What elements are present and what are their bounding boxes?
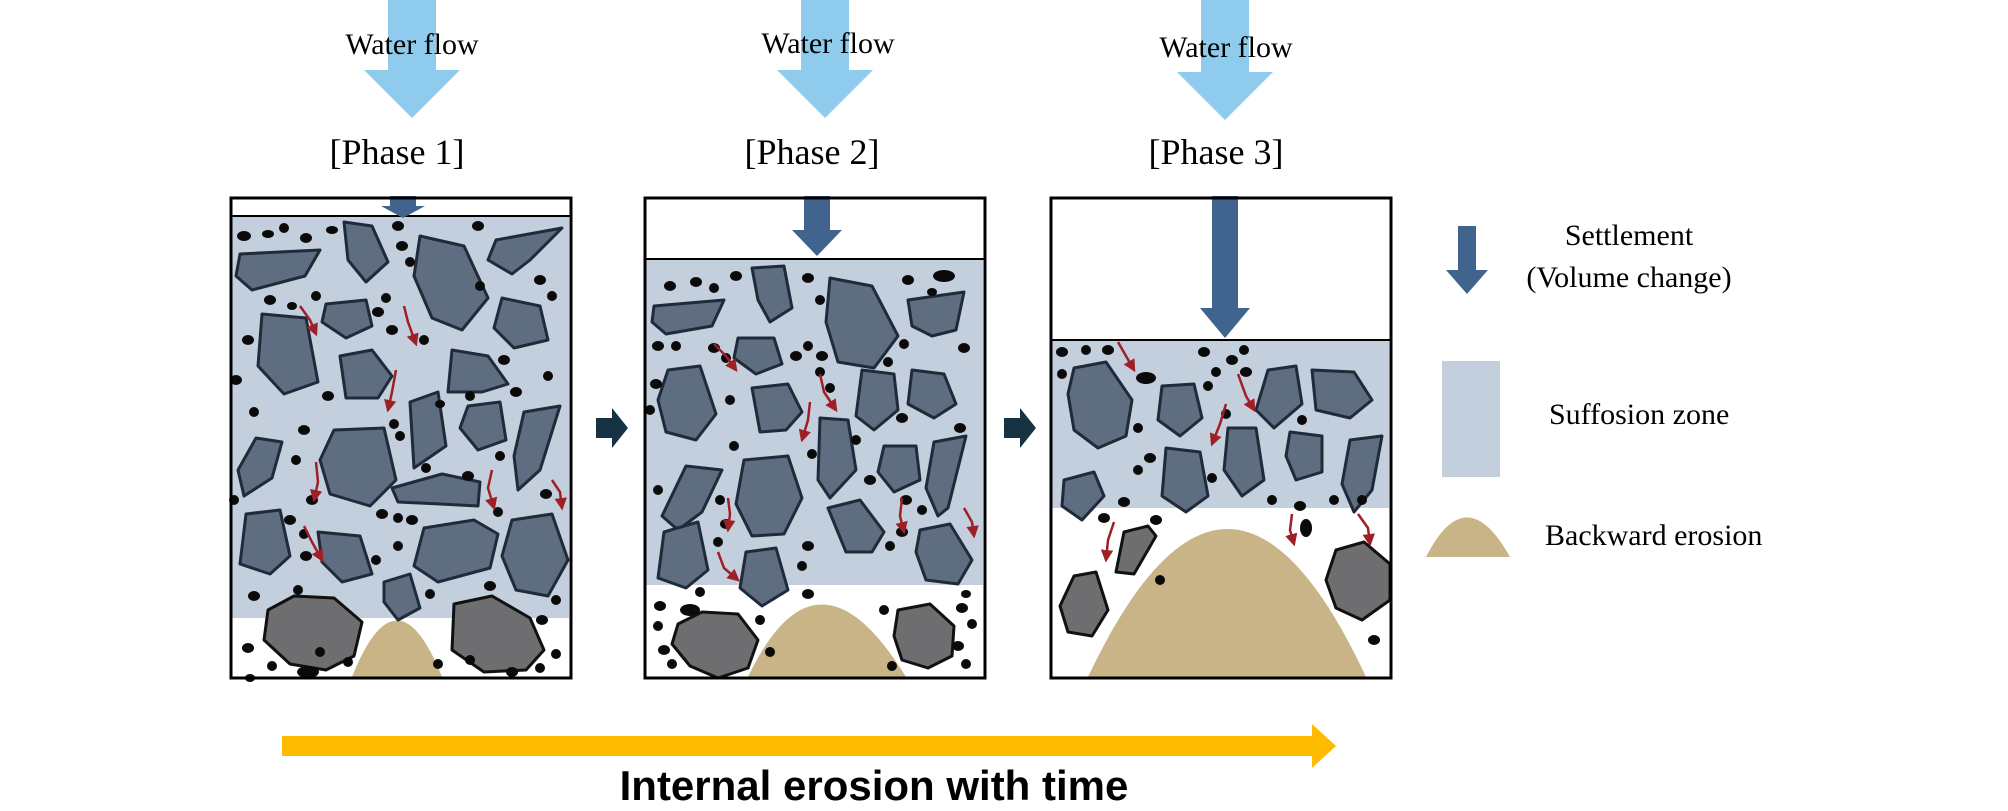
column-frame-1 — [229, 196, 573, 680]
timeline: Internal erosion with time — [282, 724, 1336, 809]
legend-backward-erosion-swatch — [1426, 517, 1510, 557]
legend-volume-change-label: (Volume change) — [1526, 261, 1731, 294]
water-flow-arrow-1 — [364, 0, 460, 118]
backward-erosion-mound-1 — [352, 620, 442, 677]
phase-label-1: [Phase 1] — [330, 132, 465, 172]
step-arrow-2 — [1004, 408, 1036, 448]
legend-settlement-icon — [1446, 226, 1488, 294]
water-flow-label-2: Water flow — [761, 27, 895, 60]
phase-1-panel — [229, 196, 573, 682]
backward-erosion-mound-2 — [748, 604, 906, 677]
legend-settlement-label: Settlement — [1565, 219, 1694, 252]
step-arrow-1 — [596, 408, 628, 448]
fine-particles-2 — [645, 270, 977, 671]
migration-arrows-1 — [298, 305, 567, 563]
phase-label-2: [Phase 2] — [745, 132, 880, 172]
timeline-label: Internal erosion with time — [620, 762, 1129, 809]
coarse-particles-3-lower — [1058, 524, 1392, 638]
legend-suffosion-swatch — [1442, 361, 1500, 477]
migration-arrows-3 — [1100, 341, 1375, 563]
legend-backward-erosion-label: Backward erosion — [1545, 519, 1762, 552]
migration-arrows-2 — [713, 343, 979, 582]
coarse-particles-3 — [1060, 360, 1384, 522]
water-flow-arrow-3 — [1177, 0, 1273, 120]
coarse-particles-1-lower — [262, 594, 546, 674]
column-frame-2 — [643, 196, 987, 680]
timeline-arrow — [282, 724, 1336, 768]
settlement-arrow-1 — [381, 196, 425, 218]
legend: Settlement (Volume change) Suffosion zon… — [1426, 219, 1762, 557]
water-flow-arrow-2 — [777, 0, 873, 118]
settlement-arrow-2 — [792, 196, 842, 256]
settlement-arrow-3 — [1200, 196, 1250, 338]
water-flow-label-3: Water flow — [1159, 31, 1293, 64]
phase-label-3: [Phase 3] — [1149, 132, 1284, 172]
column-frame-3 — [1049, 196, 1393, 680]
water-flow-label-1: Water flow — [345, 28, 479, 61]
coarse-particles-2-lower — [670, 602, 956, 680]
legend-suffosion-label: Suffosion zone — [1549, 398, 1729, 431]
backward-erosion-mound-3 — [1088, 529, 1366, 677]
phase-2-panel — [643, 196, 987, 680]
phase-3-panel — [1049, 196, 1393, 680]
fine-particles-3 — [1056, 345, 1380, 645]
coarse-particles-1 — [234, 220, 570, 622]
coarse-particles-2 — [650, 264, 974, 608]
